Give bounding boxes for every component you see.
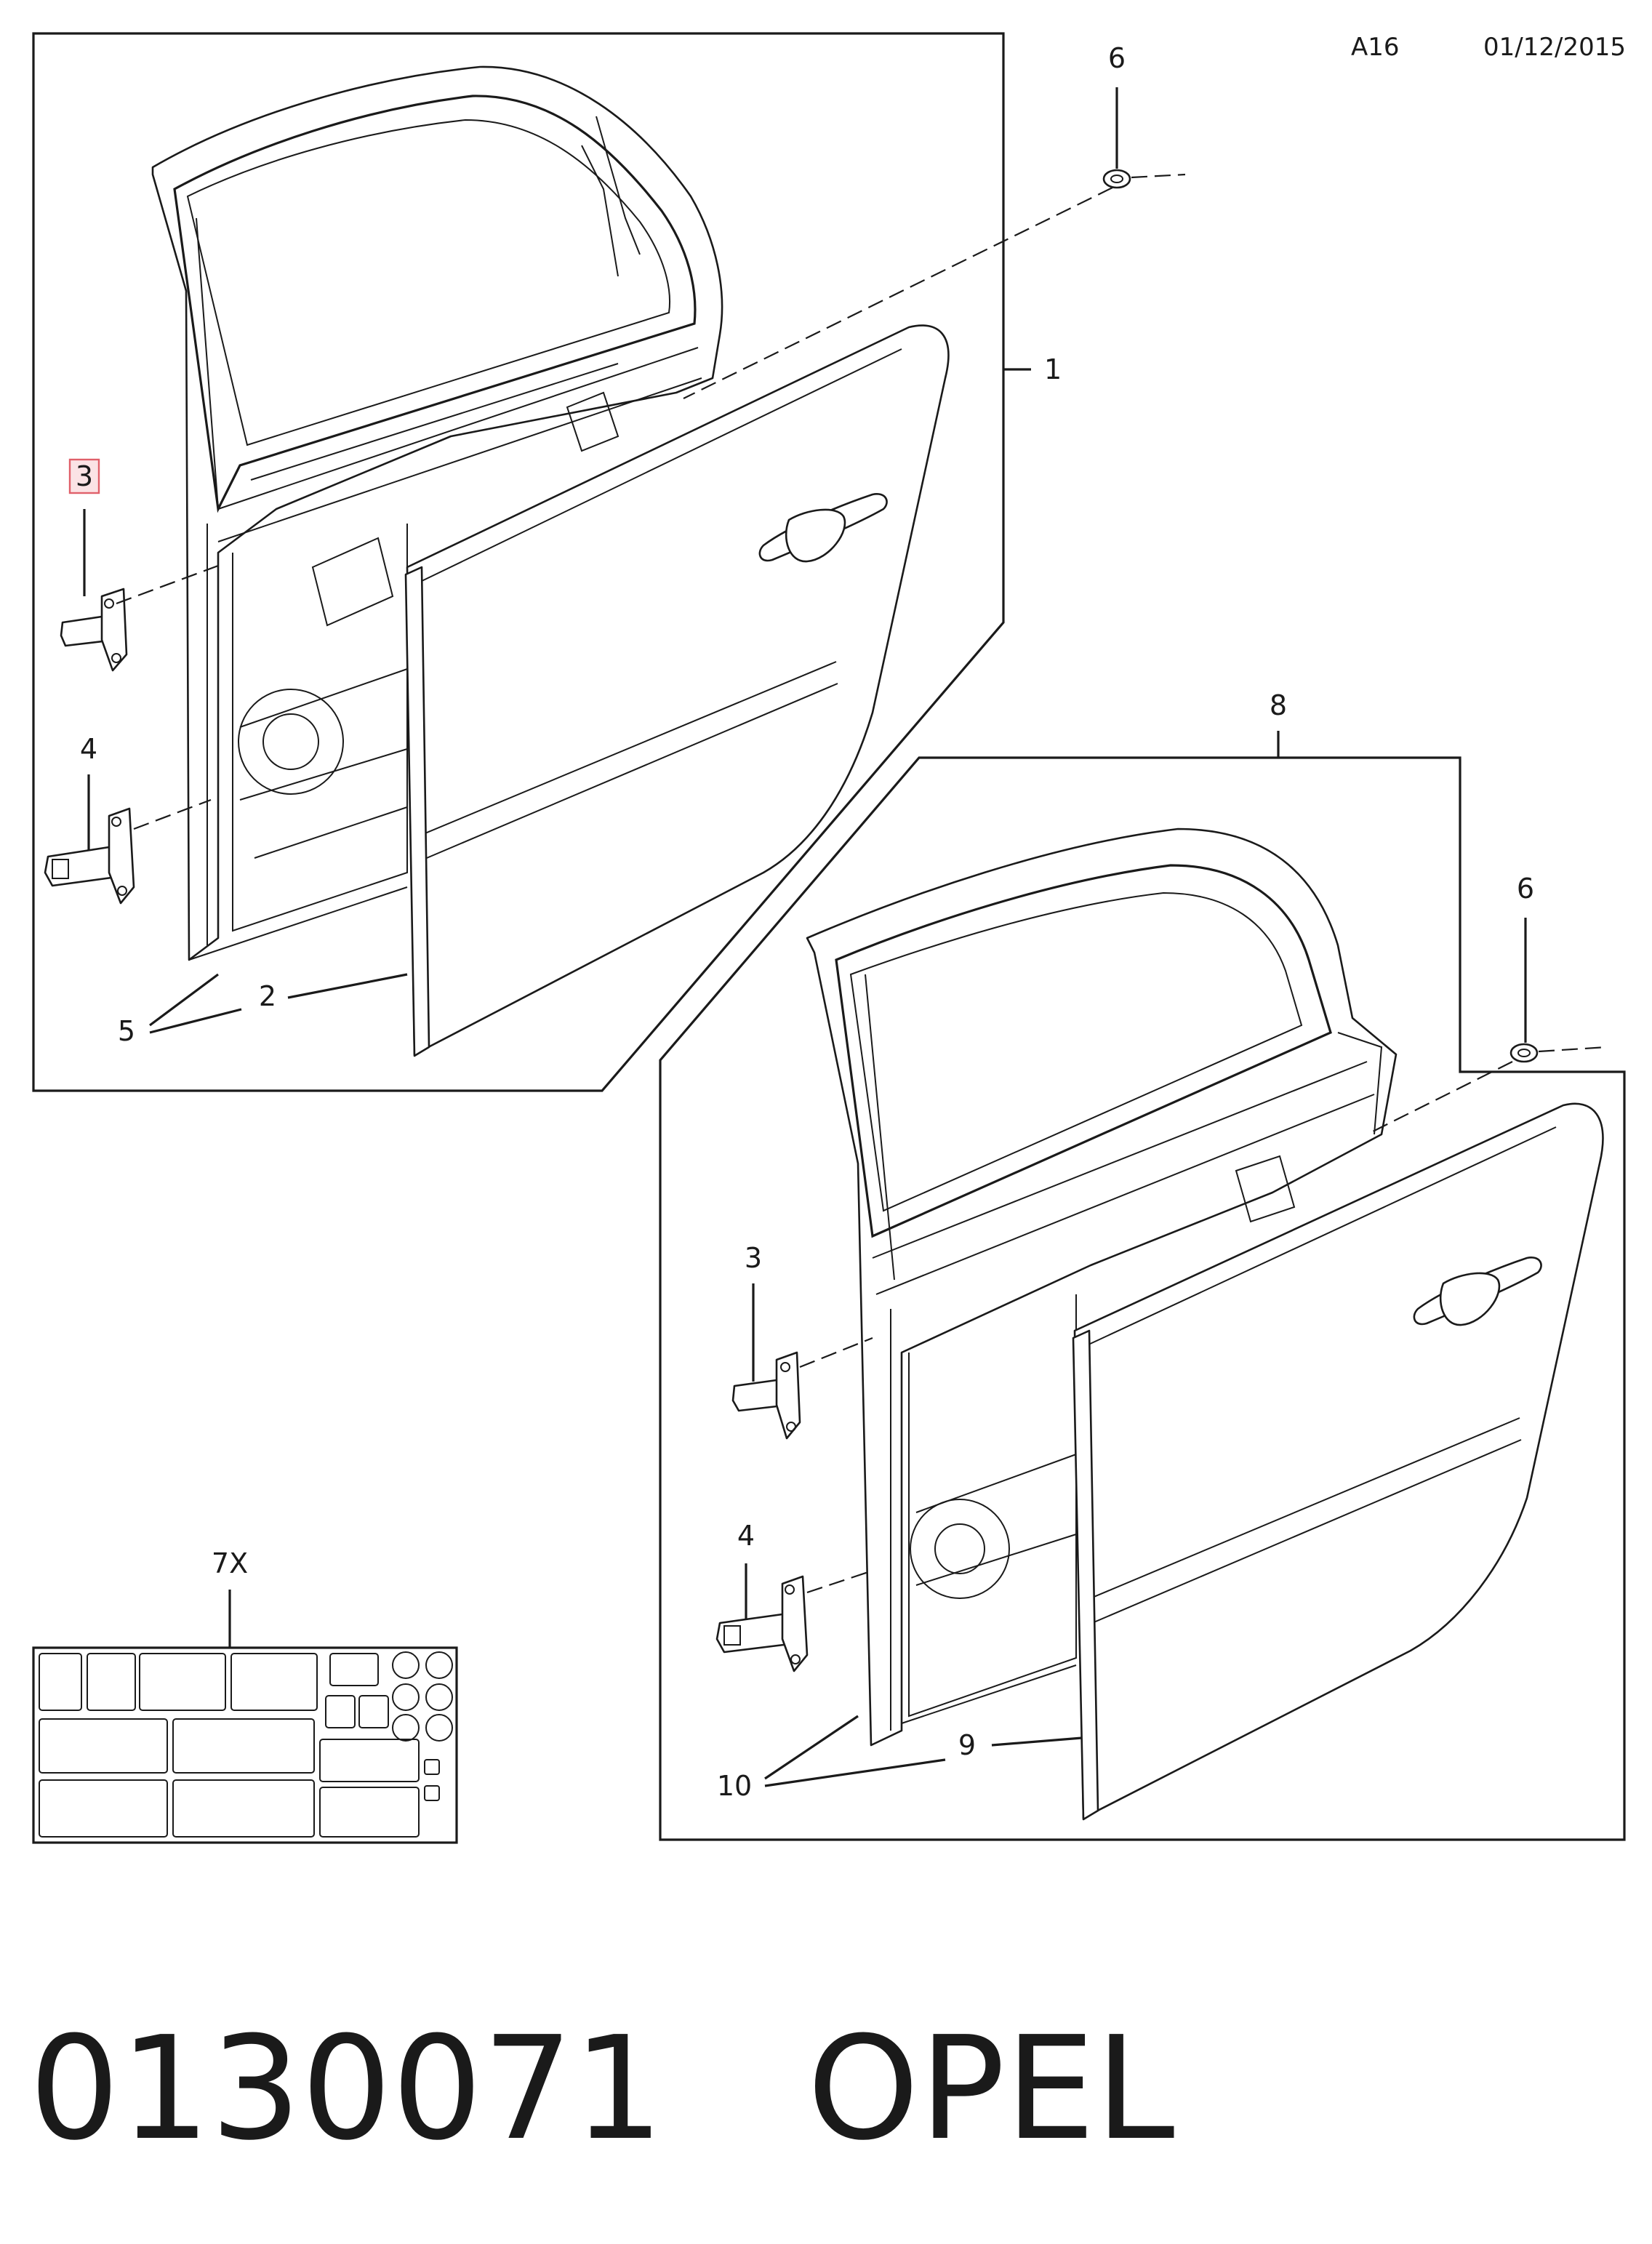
callout-3-rear: 3 bbox=[745, 1242, 762, 1274]
label-sheet-pieces bbox=[39, 1651, 453, 1838]
callout-5-front: 5 bbox=[118, 1015, 135, 1047]
label-sheet: 7X bbox=[32, 1547, 458, 1844]
front-door-outer-panel bbox=[406, 324, 950, 1056]
rear-door-seal bbox=[1072, 1329, 1099, 1821]
callout-9-rear: 9 bbox=[958, 1729, 976, 1761]
label-sheet-outline bbox=[32, 1646, 458, 1844]
callout-1: 1 bbox=[1044, 353, 1062, 385]
callout-3-highlight bbox=[68, 458, 100, 494]
rear-door-group: 8 bbox=[659, 689, 1626, 1841]
page-code: A16 bbox=[1351, 33, 1400, 62]
rear-upper-hinge: 3 bbox=[731, 1242, 873, 1440]
callout-7x: 7X bbox=[212, 1547, 248, 1579]
brand-name: OPEL bbox=[807, 2006, 1175, 2172]
rear-seal-callouts: 9 10 bbox=[717, 1715, 1083, 1802]
callout-6-right: 6 bbox=[1517, 873, 1534, 905]
front-group-frame bbox=[32, 32, 1005, 1092]
callout-3-front: 3 bbox=[76, 460, 93, 492]
callout-6-top: 6 bbox=[1108, 42, 1126, 74]
rear-door-handle bbox=[1413, 1257, 1542, 1326]
front-lower-hinge: 4 bbox=[44, 733, 212, 905]
rear-door-inner-frame bbox=[806, 828, 1398, 1747]
front-door-group: 1 bbox=[32, 32, 1186, 1092]
diagram-date: 01/12/2015 bbox=[1483, 33, 1626, 62]
rear-group-frame bbox=[659, 756, 1626, 1841]
callout-4-rear: 4 bbox=[737, 1520, 755, 1552]
callout-4-front: 4 bbox=[80, 733, 97, 765]
plug-top: 6 bbox=[683, 42, 1186, 399]
front-door-handle bbox=[758, 493, 888, 563]
front-upper-hinge: 3 bbox=[60, 458, 219, 672]
callout-2-front: 2 bbox=[259, 980, 276, 1012]
front-door-seal bbox=[404, 566, 430, 1057]
callout-10-rear: 10 bbox=[717, 1770, 752, 1802]
callout-8: 8 bbox=[1270, 689, 1287, 721]
front-door-inner-frame bbox=[151, 65, 723, 961]
part-number: 0130071 bbox=[29, 2006, 664, 2172]
front-seal-callouts: 2 5 bbox=[118, 973, 408, 1047]
rear-lower-hinge: 4 bbox=[715, 1520, 873, 1672]
plug-right: 6 bbox=[1366, 873, 1608, 1135]
